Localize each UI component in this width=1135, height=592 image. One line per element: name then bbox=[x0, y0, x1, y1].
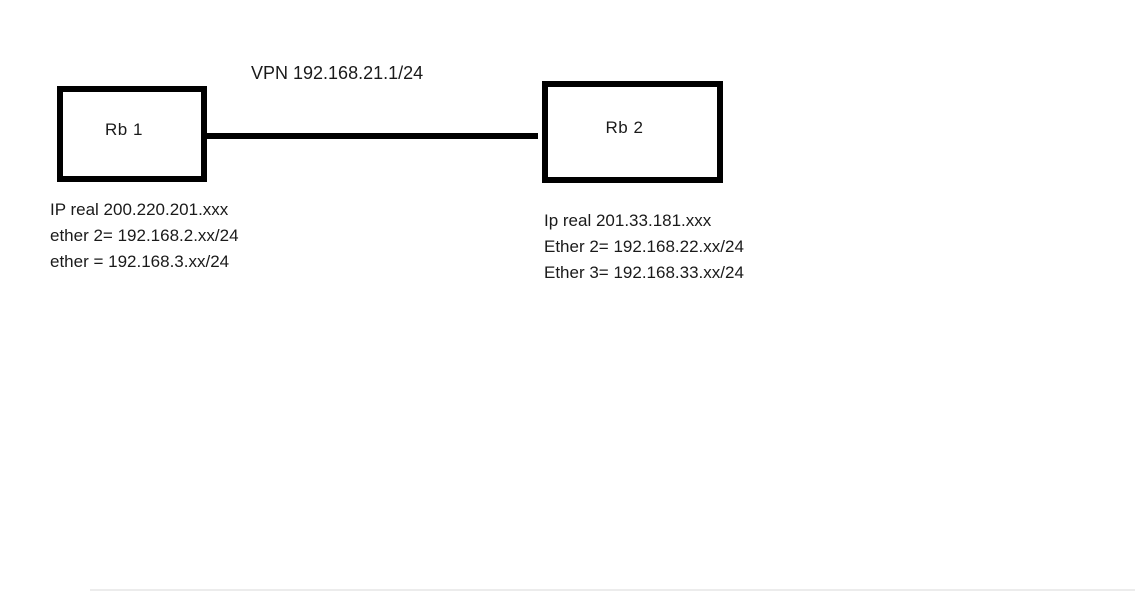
router-rb2-ip-real: Ip real 201.33.181.xxx bbox=[544, 211, 712, 230]
router-rb2-ether3: Ether 3= 192.168.33.xx/24 bbox=[544, 263, 744, 282]
vpn-link-line bbox=[205, 133, 538, 139]
router-rb1-ether2: ether 2= 192.168.2.xx/24 bbox=[50, 226, 239, 245]
router-node-rb2: Rb 2 bbox=[542, 81, 723, 183]
router-rb2-label: Rb 2 bbox=[605, 118, 644, 137]
router-rb1-label: Rb 1 bbox=[105, 120, 143, 139]
router-rb2-ether2: Ether 2= 192.168.22.xx/24 bbox=[544, 237, 744, 256]
bottom-divider-line bbox=[90, 589, 1135, 591]
vpn-link-label: VPN 192.168.21.1/24 bbox=[251, 63, 424, 83]
router-rb1-details: IP real 200.220.201.xxx ether 2= 192.168… bbox=[50, 197, 239, 275]
router-rb1-ether3: ether = 192.168.3.xx/24 bbox=[50, 252, 230, 271]
router-rb1-ip-real: IP real 200.220.201.xxx bbox=[50, 200, 229, 219]
router-rb2-details: Ip real 201.33.181.xxx Ether 2= 192.168.… bbox=[544, 208, 744, 286]
router-node-rb1: Rb 1 bbox=[57, 86, 207, 182]
